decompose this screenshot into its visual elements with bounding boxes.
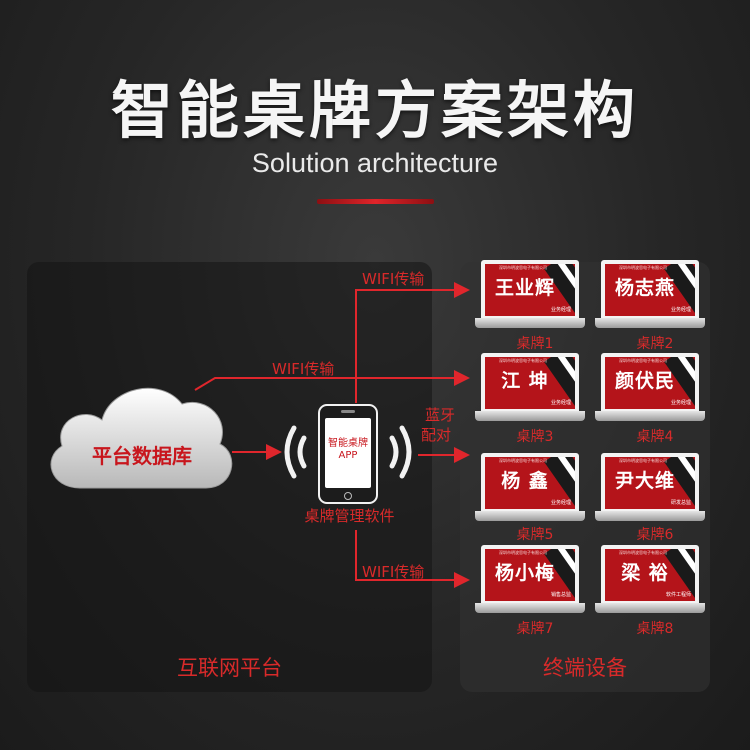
signal-waves-left-icon [287,428,304,476]
desk-sign-3: 深圳市明波思电子有限公司 江 坤 业务经理 [475,353,585,421]
sign-role: 业务经理 [551,399,571,406]
desk-sign-label: 桌牌3 [480,426,590,446]
desk-sign-8: 深圳市明波思电子有限公司 梁 裕 软件工程师 [595,545,705,613]
company-name: 深圳市明波思电子有限公司 [607,458,679,464]
company-name: 深圳市明波思电子有限公司 [607,550,679,556]
company-name: 深圳市明波思电子有限公司 [607,358,679,364]
company-name: 深圳市明波思电子有限公司 [487,265,559,271]
sign-role: 业务经理 [551,306,571,313]
desk-sign-label: 桌牌8 [600,618,710,638]
signal-waves-right-icon [392,428,409,476]
wifi-bottom-label: WIFI传输 [362,561,424,582]
sign-name: 梁 裕 [607,558,683,585]
sign-role: 软件工程师 [666,591,691,598]
cloud-database-icon [40,368,240,498]
desk-sign-2: 深圳市明波思电子有限公司 杨志燕 业务经理 [595,260,705,328]
terminal-devices-label: 终端设备 [460,652,710,682]
sign-name: 江 坤 [487,366,563,393]
sign-name: 杨小梅 [487,558,563,585]
desk-sign-label: 桌牌6 [600,524,710,544]
company-name: 深圳市明波思电子有限公司 [607,265,679,271]
company-name: 深圳市明波思电子有限公司 [487,358,559,364]
internet-platform-label: 互联网平台 [27,652,432,682]
desk-sign-label: 桌牌7 [480,618,590,638]
app-label-line1: 智能桌牌 [318,438,378,450]
sign-role: 业务经理 [671,399,691,406]
desk-sign-label: 桌牌1 [480,333,590,353]
desk-sign-label: 桌牌2 [600,333,710,353]
wifi-top-label: WIFI传输 [362,268,424,289]
app-label-line2: APP [318,450,378,462]
bluetooth-label-line2: 配对 [421,424,451,445]
company-name: 深圳市明波思电子有限公司 [487,550,559,556]
desk-sign-5: 深圳市明波思电子有限公司 杨 鑫 业务经理 [475,453,585,521]
desk-sign-7: 深圳市明波思电子有限公司 杨小梅 销售总监 [475,545,585,613]
sign-name: 杨志燕 [607,273,683,300]
wifi-cloud-label: WIFI传输 [272,358,334,379]
sign-name: 尹大维 [607,466,683,493]
desk-sign-label: 桌牌4 [600,426,710,446]
desk-sign-4: 深圳市明波思电子有限公司 颜伏民 业务经理 [595,353,705,421]
phone-speaker [341,410,355,413]
sign-name: 王业辉 [487,273,563,300]
desk-sign-label: 桌牌5 [480,524,590,544]
desk-sign-6: 深圳市明波思电子有限公司 尹大维 研发总监 [595,453,705,521]
sign-role: 销售总监 [551,591,571,598]
sign-name: 杨 鑫 [487,466,563,493]
sign-role: 业务经理 [551,499,571,506]
company-name: 深圳市明波思电子有限公司 [487,458,559,464]
desk-sign-1: 深圳市明波思电子有限公司 王业辉 业务经理 [475,260,585,328]
bluetooth-label-line1: 蓝牙 [425,404,455,425]
sign-name: 颜伏民 [607,366,683,393]
sign-role: 业务经理 [671,306,691,313]
phone-home-button [344,492,352,500]
cloud-database-label: 平台数据库 [72,440,212,469]
wifi-top-arrow [356,290,468,403]
app-caption: 桌牌管理软件 [282,505,417,526]
app-label: 智能桌牌 APP [318,438,378,462]
sign-role: 研发总监 [671,499,691,506]
